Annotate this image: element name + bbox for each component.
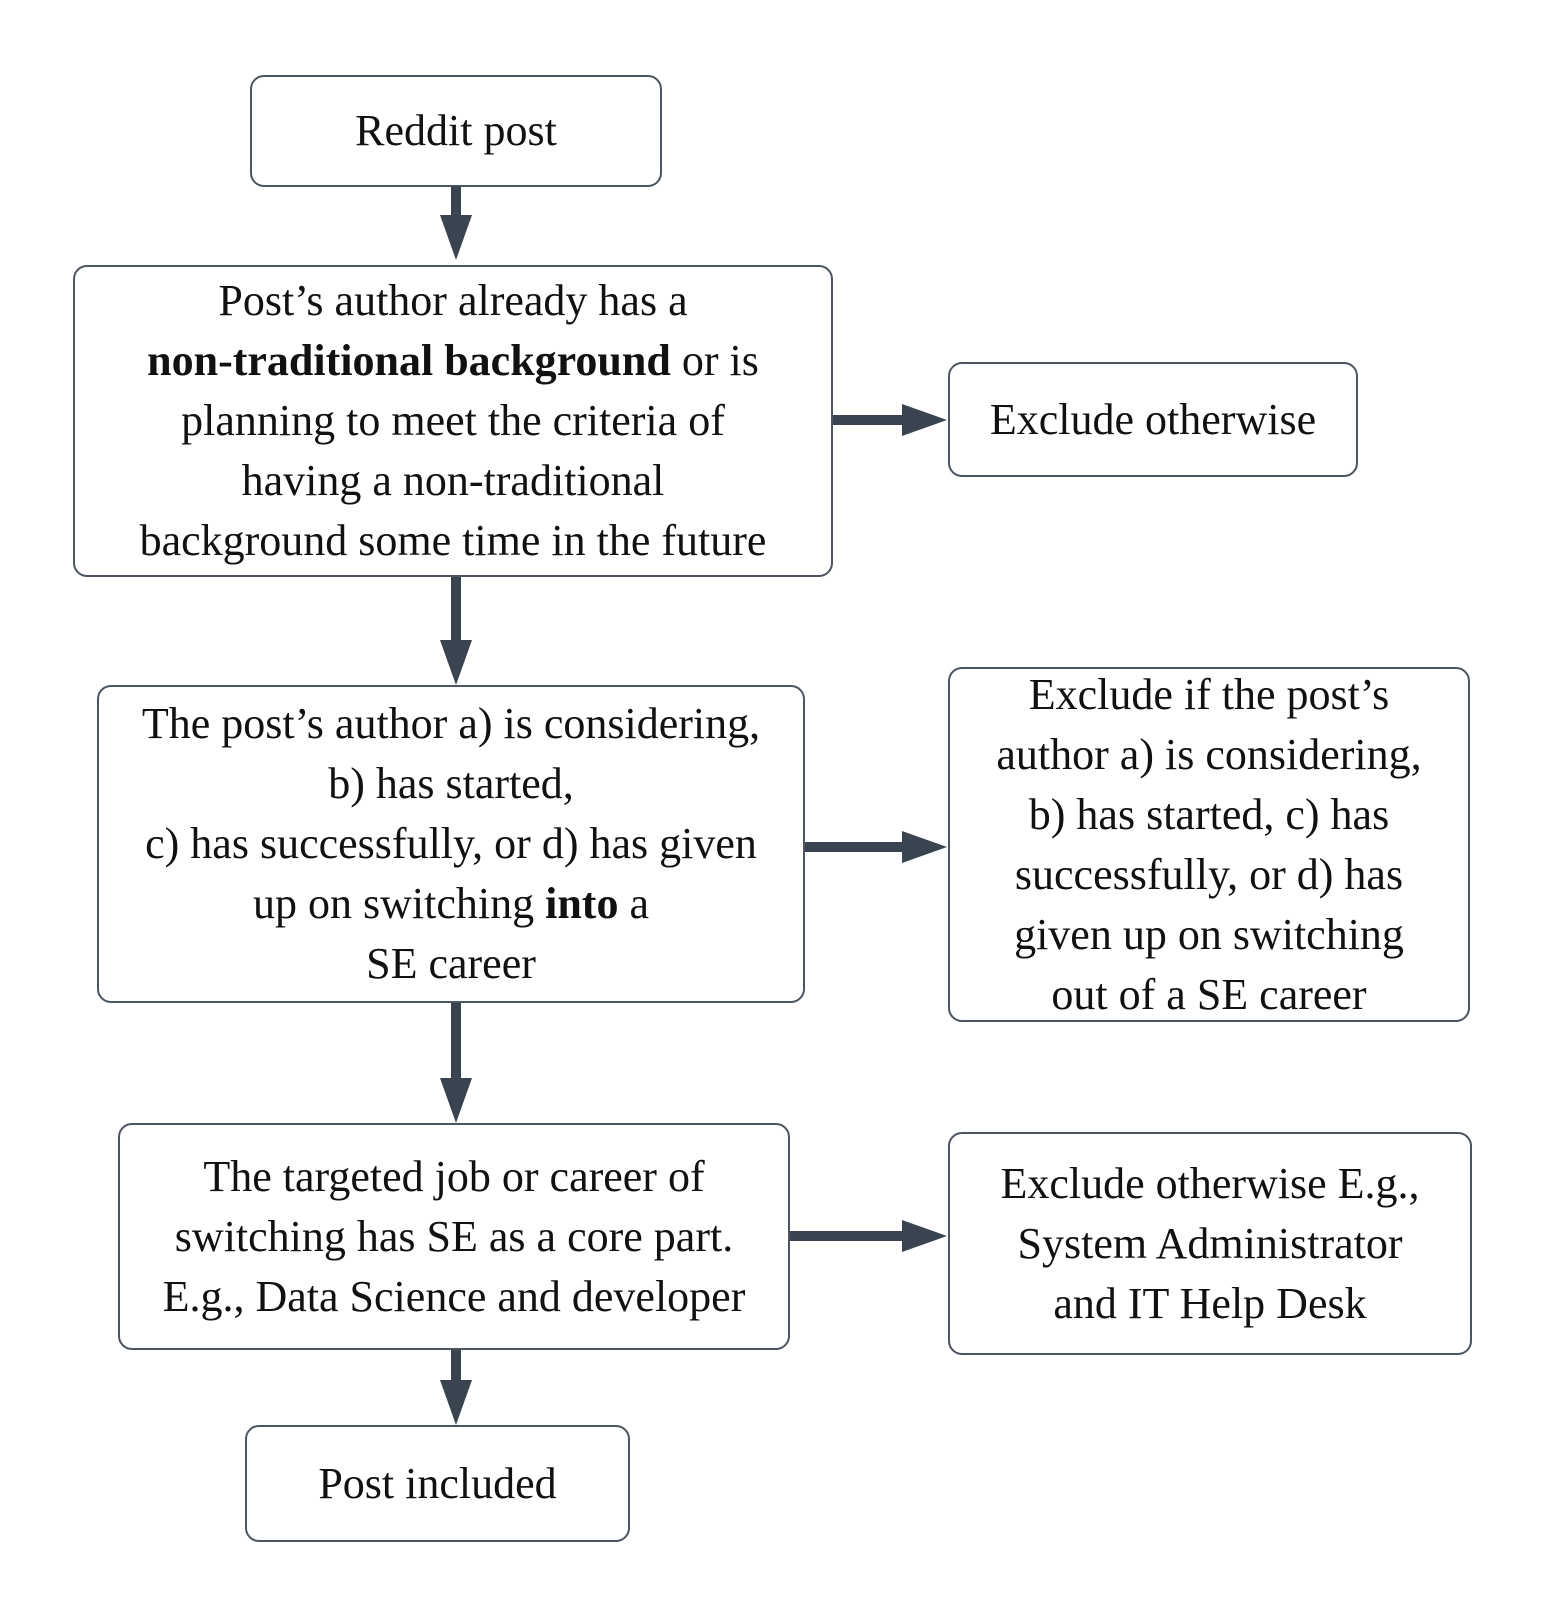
node-exclude-otherwise: Exclude otherwise: [948, 362, 1358, 477]
node-post-included: Post included: [245, 1425, 630, 1542]
arrow-criteria-to-exclude-otherwise: [833, 404, 947, 436]
arrow-target-job-to-post-included: [440, 1350, 472, 1425]
node-author-switching-into: The post’s author a) is considering,b) h…: [97, 685, 805, 1003]
arrow-reddit-to-criteria: [440, 186, 472, 260]
arrow-author-switch-to-exclude-out: [805, 831, 947, 863]
node-reddit-post: Reddit post: [250, 75, 662, 187]
node-exclude-examples: Exclude otherwise E.g.,System Administra…: [948, 1132, 1472, 1355]
arrow-target-job-to-exclude-examples: [790, 1220, 947, 1252]
arrow-criteria-to-author-switch: [440, 577, 472, 685]
arrow-author-switch-to-target-job: [440, 1003, 472, 1123]
